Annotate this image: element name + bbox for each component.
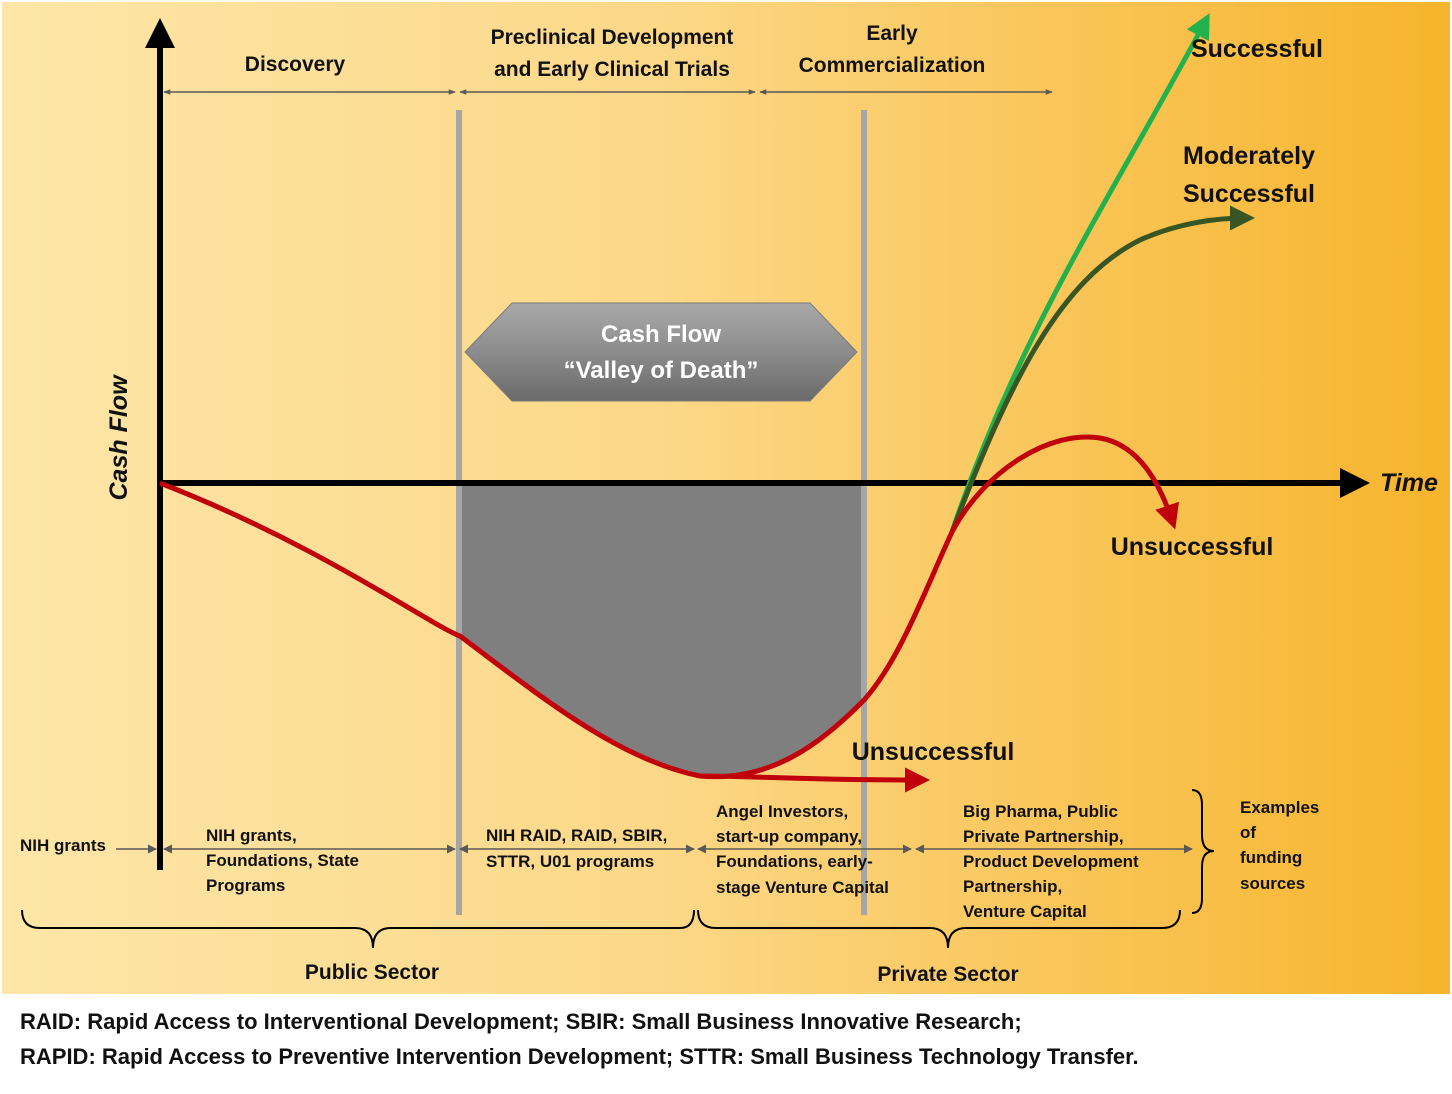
funding-early-line-2: start-up company, — [716, 827, 862, 846]
funding-discovery-line-3: Programs — [206, 876, 285, 895]
funding-preclinical-line-1: NIH RAID, RAID, SBIR, — [486, 826, 667, 845]
public-sector-label: Public Sector — [305, 961, 439, 984]
private-sector-label: Private Sector — [877, 963, 1018, 986]
outcome-unsuccessful-upper-label: Unsuccessful — [1111, 533, 1274, 561]
funding-commercial-line-5: Venture Capital — [963, 902, 1087, 921]
funding-diagram: Discovery Preclinical Development and Ea… — [2, 2, 1450, 994]
outcome-successful-label: Successful — [1191, 35, 1323, 63]
funding-discovery-line-2: Foundations, State — [206, 851, 359, 870]
funding-early-line-3: Foundations, early- — [716, 852, 873, 871]
y-axis-label: Cash Flow — [105, 374, 133, 501]
footnote-line-1: RAID: Rapid Access to Interventional Dev… — [20, 1009, 1022, 1034]
curve-unsuccessful-early — [699, 767, 930, 793]
x-axis-label: Time — [1380, 469, 1438, 497]
phase-discovery-label: Discovery — [245, 53, 346, 76]
funding-commercial-line-3: Product Development — [963, 852, 1139, 871]
valley-region — [459, 483, 864, 777]
funding-commercial-line-4: Partnership, — [963, 877, 1062, 896]
public-sector-brace — [21, 909, 695, 949]
examples-label-line-1: Examples — [1240, 798, 1319, 817]
funding-nih-label: NIH grants — [20, 836, 106, 855]
funding-early-line-1: Angel Investors, — [716, 802, 848, 821]
outcome-moderate-label-2: Successful — [1183, 180, 1315, 208]
valley-title-line1: Cash Flow — [601, 321, 721, 348]
funding-discovery-line-1: NIH grants, — [206, 826, 297, 845]
curve-moderately-successful — [949, 205, 1255, 533]
examples-label-line-4: sources — [1240, 874, 1305, 893]
phase-commercial-label-2: Commercialization — [799, 54, 986, 77]
phase-preclinical-label-1: Preclinical Development — [491, 26, 734, 49]
valley-title-line2: “Valley of Death” — [564, 357, 759, 384]
footnote: RAID: Rapid Access to Interventional Dev… — [20, 1004, 1440, 1074]
funding-commercial-line-2: Private Partnership, — [963, 827, 1124, 846]
funding-preclinical-line-2: STTR, U01 programs — [486, 852, 654, 871]
outcome-unsuccessful-lower-label: Unsuccessful — [852, 738, 1015, 766]
phase-commercial-label-1: Early — [866, 22, 918, 45]
curve-successful — [949, 13, 1210, 533]
valley-of-death-badge — [464, 302, 858, 402]
outcome-moderate-label-1: Moderately — [1183, 142, 1315, 170]
funding-sources-brace — [1191, 789, 1215, 914]
funding-early-line-4: stage Venture Capital — [716, 878, 889, 897]
curve-cash-flow — [159, 434, 1179, 780]
private-sector-brace — [697, 909, 1181, 949]
examples-label-line-2: of — [1240, 823, 1256, 842]
examples-label-line-3: funding — [1240, 848, 1302, 867]
funding-commercial-line-1: Big Pharma, Public — [963, 802, 1118, 821]
footnote-line-2: RAPID: Rapid Access to Preventive Interv… — [20, 1044, 1139, 1069]
phase-preclinical-label-2: and Early Clinical Trials — [494, 58, 730, 81]
